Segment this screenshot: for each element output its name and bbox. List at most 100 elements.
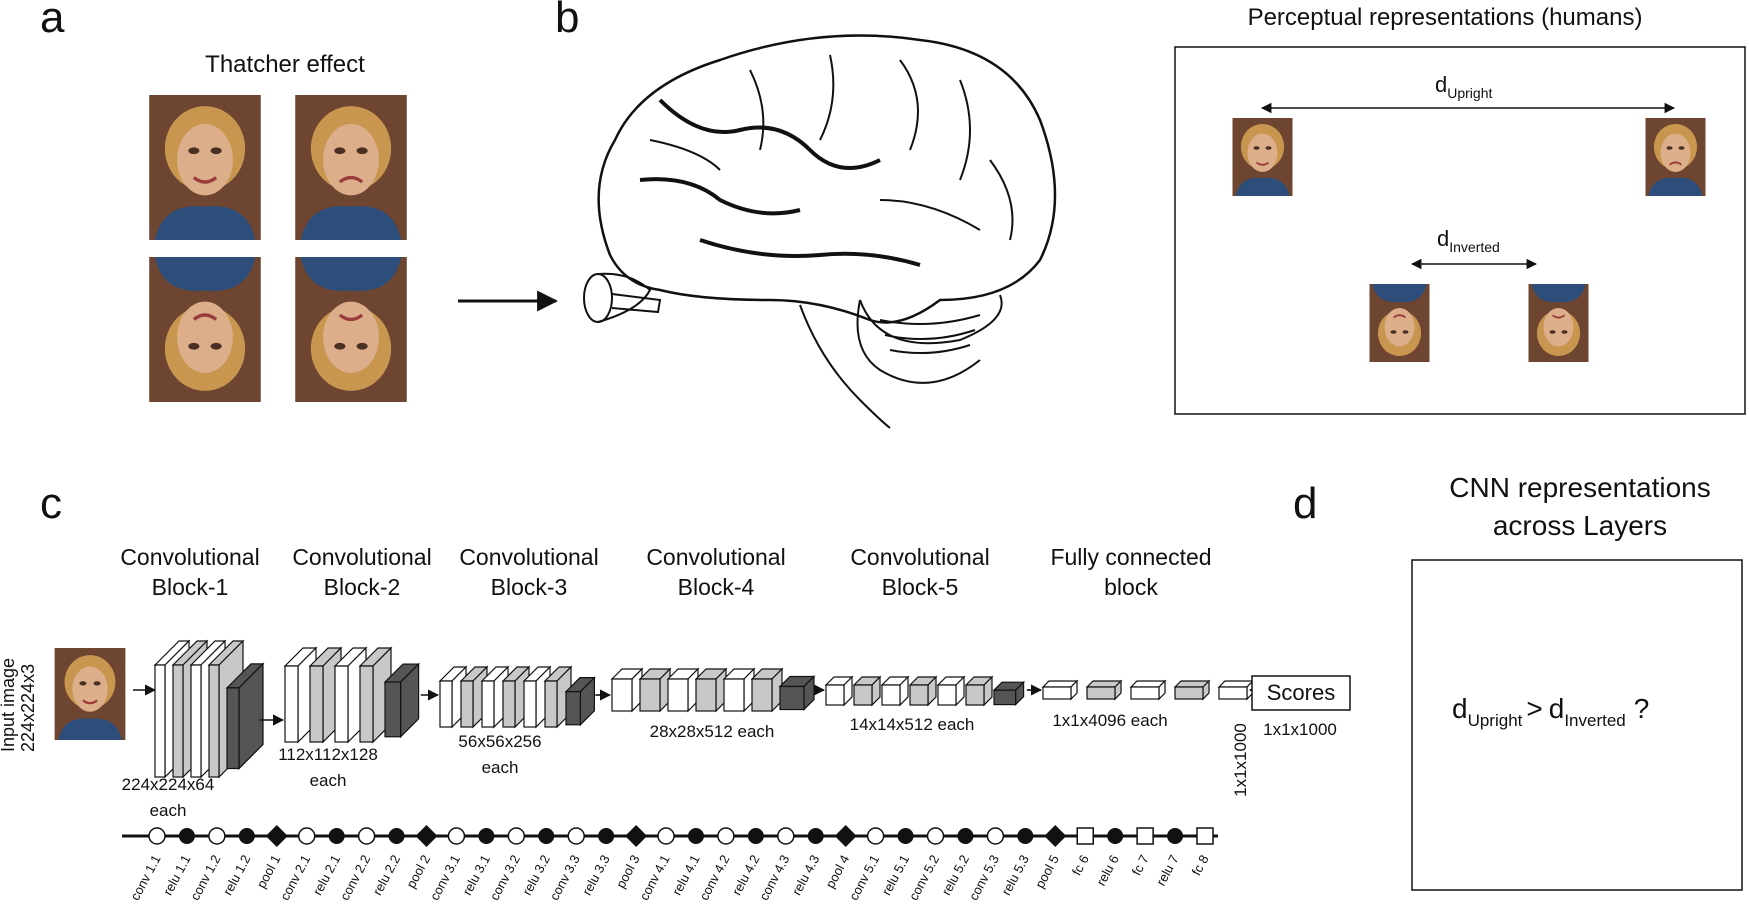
block4-slab-1 (610, 667, 644, 713)
input-face-image (53, 648, 127, 740)
perceptual-box (1174, 46, 1746, 415)
layer-pool-5-marker (1044, 825, 1067, 847)
block6-slab-1 (1041, 679, 1079, 701)
block4-slab-3 (666, 667, 700, 713)
layer-relu-3-3-label: relu 3.3 (579, 852, 613, 897)
panel-d-letter: d (1293, 479, 1317, 528)
layer-relu-6-label: relu 6 (1093, 852, 1122, 888)
layer-pool-2-label: pool 2 (403, 852, 433, 890)
panel-a-title: Thatcher effect (205, 51, 365, 78)
layer-conv-2-1-marker (297, 827, 316, 845)
layer-pool-3-marker (625, 825, 648, 847)
layer-relu-3-3-marker (598, 828, 615, 844)
layer-pool-5-label: pool 5 (1032, 852, 1062, 890)
layer-conv-5-3-marker (986, 827, 1005, 845)
block2-title-line1: Convolutional (292, 544, 431, 570)
block4-slab-6 (750, 667, 784, 713)
layer-relu-1-2-marker (238, 828, 255, 844)
block5-slab-6 (964, 675, 994, 707)
block1-slab-5 (225, 662, 265, 770)
block5-slab-4 (908, 675, 938, 707)
layer-relu-2-1-marker (328, 828, 345, 844)
cnn-question: dUpright>dInverted? (1452, 693, 1649, 730)
block5-slab-7 (992, 680, 1026, 707)
layer-conv-4-2-marker (717, 827, 735, 845)
input-label-line2: 224x224x3 (18, 664, 38, 752)
layer-pool-4-label: pool 4 (822, 852, 852, 890)
layer-fc-7-label: fc 7 (1129, 852, 1152, 878)
layer-relu-3-2-marker (538, 828, 555, 844)
block4-title-line2: Block-4 (678, 574, 755, 600)
block1-dims-line2: each (150, 801, 187, 820)
face-inverted-normal (147, 257, 263, 402)
layer-conv-5-2-marker (926, 827, 945, 845)
block2-dims-line1: 112x112x128 (278, 745, 378, 764)
block6-title-line2: block (1104, 574, 1158, 600)
layer-conv-3-1-marker (447, 827, 466, 845)
box-face-inverted (1368, 284, 1431, 362)
scores-box (1251, 675, 1351, 711)
block5-dims-line1: 14x14x512 each (850, 715, 975, 734)
layer-conv-2-2-marker (357, 827, 376, 845)
panel-b-title: Perceptual representations (humans) (1248, 4, 1643, 31)
box-face-upright (1231, 118, 1294, 196)
layer-relu-3-1-label: relu 3.1 (459, 852, 493, 897)
block3-title-line1: Convolutional (459, 544, 598, 570)
layer-conv-4-1-marker (657, 827, 675, 845)
panel-b-letter: b (555, 0, 579, 42)
block4-dims-line1: 28x28x512 each (650, 722, 775, 741)
block3-title-line2: Block-3 (491, 574, 568, 600)
layer-pool-1-marker (265, 825, 288, 847)
layer-relu-5-1-marker (897, 828, 914, 844)
layer-conv-1-2-marker (208, 827, 226, 845)
layer-relu-5-2-label: relu 5.2 (938, 852, 972, 897)
layer-pool-4-marker (834, 825, 857, 847)
panel-a-letter: a (40, 0, 65, 42)
block5-title-line1: Convolutional (850, 544, 989, 570)
block4-slab-5 (722, 667, 756, 713)
cnn-question-box (1411, 559, 1743, 891)
layer-relu-2-2-marker (388, 828, 405, 844)
layer-relu-4-3-marker (807, 828, 824, 844)
block3-slab-2 (459, 665, 489, 729)
block6-slab-3 (1129, 679, 1167, 701)
layer-relu-1-1-marker (178, 828, 195, 844)
block1-dims-line1: 224x224x64 (122, 775, 215, 794)
block6-slab-2 (1085, 679, 1123, 701)
layer-relu-2-2-label: relu 2.2 (370, 852, 404, 897)
layer-relu-5-2-marker (957, 828, 974, 844)
scores-dims: 1x1x1000 (1263, 720, 1337, 739)
layer-relu-1-1-label: relu 1.1 (160, 852, 194, 897)
block5-slab-5 (936, 675, 966, 707)
brain-illustration (583, 34, 1057, 429)
scores-label: Scores (1267, 680, 1335, 705)
layer-pool-1-label: pool 1 (254, 852, 284, 890)
block2-title-line2: Block-2 (324, 574, 401, 600)
block5-slab-2 (852, 675, 882, 707)
layer-relu-4-2-label: relu 4.2 (729, 852, 763, 897)
layer-fc-8-marker (1196, 827, 1214, 845)
panel-c-letter: c (40, 479, 62, 528)
layer-relu-7-marker (1167, 828, 1184, 844)
box-face-upright-thatcher (1644, 118, 1707, 196)
block3-slab-7 (564, 676, 596, 727)
layer-fc-7-marker (1136, 827, 1154, 845)
block6-slab-4 (1173, 679, 1211, 701)
layer-relu-4-2-marker (747, 828, 764, 844)
block3-dims-line1: 56x56x256 (458, 732, 541, 751)
box-face-inverted-thatcher (1527, 284, 1590, 362)
layer-relu-4-1-marker (687, 828, 704, 844)
fc8-dims: 1x1x1000 (1231, 723, 1250, 797)
layer-relu-5-1-label: relu 5.1 (879, 852, 913, 897)
block3-dims-line2: each (482, 758, 519, 777)
input-label-line1: Input image (0, 658, 18, 752)
block1-title-line1: Convolutional (120, 544, 259, 570)
block4-slab-2 (638, 667, 672, 713)
panel-d-title-line1: CNN representations (1449, 472, 1710, 503)
block1-title-line2: Block-1 (152, 574, 229, 600)
block6-title-line1: Fully connected (1050, 544, 1211, 570)
layer-relu-4-3-label: relu 4.3 (789, 852, 823, 897)
block2-dims-line2: each (310, 771, 347, 790)
